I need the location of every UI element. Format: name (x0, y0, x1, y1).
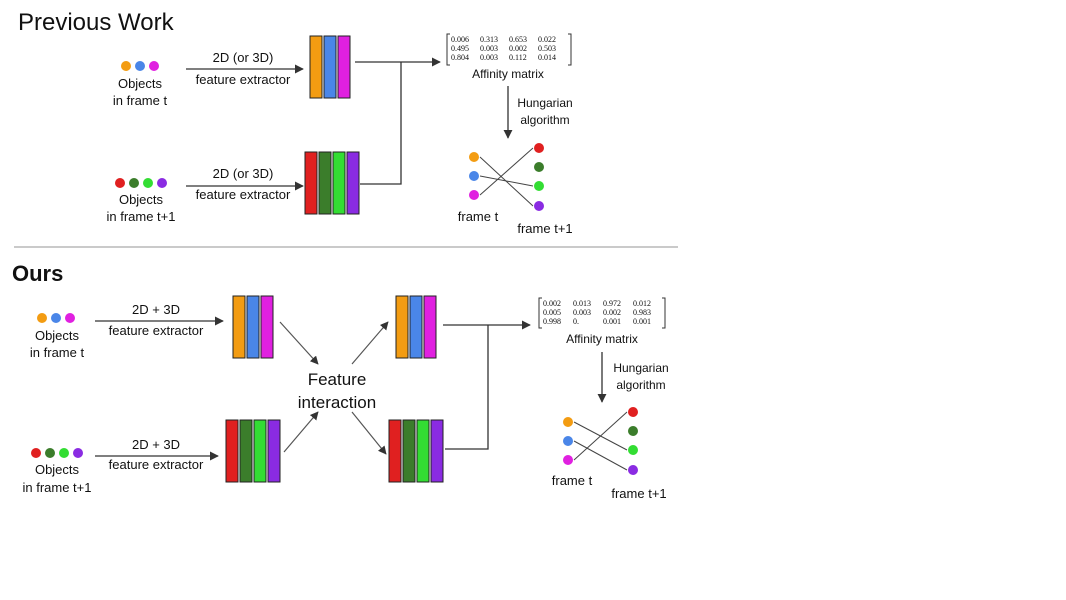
ours-interaction-label-2: interaction (298, 393, 376, 412)
ours-affinity-matrix: 0.002 0.013 0.972 0.012 0.005 0.003 0.002 0.983… (538, 297, 666, 329)
ours-feature-bars-t1-out (388, 419, 444, 483)
object-dot (135, 61, 145, 71)
ours-feature-bars-t-out (395, 295, 437, 359)
previous-work-title: Previous Work (18, 9, 175, 36)
prev-objects-frame-t1 (115, 178, 167, 188)
ours-affinity-label: Affinity matrix (566, 332, 638, 346)
ours-interaction-label-1: Feature (308, 370, 367, 389)
ours-objects-t-label-1: Objects (35, 328, 80, 343)
ours-frame-t-label: frame t (552, 473, 593, 488)
matrix-cell: 0.005 (543, 308, 561, 317)
matrix-cell: 0.998 (543, 317, 561, 326)
ours-objects-t1-label-1: Objects (35, 462, 80, 477)
matrix-cell: 0.001 (633, 317, 651, 326)
object-dot (121, 61, 131, 71)
prev-objects-frame-t (121, 61, 159, 71)
ours-extractor-t1-label-1: 2D + 3D (132, 437, 180, 452)
prev-hungarian-label-2: algorithm (520, 113, 569, 127)
ours-objects-t-label-2: in frame t (30, 345, 85, 360)
ours-title: Ours (12, 261, 63, 286)
ours-interaction-out-arrow-t (351, 321, 389, 365)
prev-objects-t-label-1: Objects (118, 76, 163, 91)
prev-extractor-t-label-2: feature extractor (196, 72, 291, 87)
matrix-cell: 0.003 (480, 44, 498, 53)
prev-connector-line (360, 62, 402, 185)
prev-feature-bars-t (309, 35, 351, 99)
matrix-cell: 0.002 (509, 44, 527, 53)
matrix-cell: 0.972 (603, 299, 621, 308)
matrix-cell: 0.804 (451, 53, 469, 62)
matrix-cell: 0.002 (543, 299, 561, 308)
prev-affinity-matrix: 0.006 0.313 0.653 0.022 0.495 0.003 0.002 0.503… (446, 33, 572, 66)
matrix-cell: 0.006 (451, 35, 469, 44)
matrix-cell: 0.983 (633, 308, 651, 317)
ours-extractor-t-label-1: 2D + 3D (132, 302, 180, 317)
ours-objects-frame-t (37, 313, 75, 323)
ours-interaction-in-arrow-t1 (283, 411, 319, 453)
prev-extractor-t-label-1: 2D (or 3D) (213, 50, 274, 65)
object-dot (149, 61, 159, 71)
matrix-cell: 0.013 (573, 299, 591, 308)
ours-feature-bars-t1-in (225, 419, 281, 483)
prev-objects-t-label-2: in frame t (113, 93, 168, 108)
matrix-cell: 0.003 (480, 53, 498, 62)
matrix-cell: 0.001 (603, 317, 621, 326)
prev-objects-t1-label-1: Objects (119, 192, 164, 207)
ours-objects-t1-label-2: in frame t+1 (22, 480, 91, 495)
ours-feature-bars-t-in (232, 295, 274, 359)
prev-matching-graph (469, 143, 544, 211)
matrix-cell: 0. (573, 317, 579, 326)
prev-extractor-t1-label-2: feature extractor (196, 187, 291, 202)
matrix-cell: 0.495 (451, 44, 469, 53)
matrix-cell: 0.012 (633, 299, 651, 308)
ours-connector-line (445, 325, 489, 450)
matrix-cell: 0.653 (509, 35, 527, 44)
ours-extractor-t1-label-2: feature extractor (109, 457, 204, 472)
prev-objects-t1-label-2: in frame t+1 (106, 209, 175, 224)
matrix-cell: 0.503 (538, 44, 556, 53)
prev-hungarian-label-1: Hungarian (517, 96, 572, 110)
matrix-cell: 0.014 (538, 53, 556, 62)
matrix-cell: 0.002 (603, 308, 621, 317)
prev-frame-t1-label: frame t+1 (517, 221, 572, 236)
ours-objects-frame-t1 (31, 448, 83, 458)
matrix-cell: 0.022 (538, 35, 556, 44)
ours-hungarian-label-1: Hungarian (613, 361, 668, 375)
ours-interaction-in-arrow-t (279, 321, 319, 365)
prev-feature-bars-t1 (304, 151, 360, 215)
prev-frame-t-label: frame t (458, 209, 499, 224)
ours-extractor-t-label-2: feature extractor (109, 323, 204, 338)
matrix-cell: 0.112 (509, 53, 527, 62)
ours-frame-t1-label: frame t+1 (611, 486, 666, 501)
matrix-cell: 0.313 (480, 35, 498, 44)
ours-matching-graph (563, 407, 638, 475)
ours-hungarian-label-2: algorithm (616, 378, 665, 392)
prev-extractor-t1-label-1: 2D (or 3D) (213, 166, 274, 181)
matrix-cell: 0.003 (573, 308, 591, 317)
ours-interaction-out-arrow-t1 (351, 411, 387, 455)
prev-affinity-label: Affinity matrix (472, 67, 544, 81)
